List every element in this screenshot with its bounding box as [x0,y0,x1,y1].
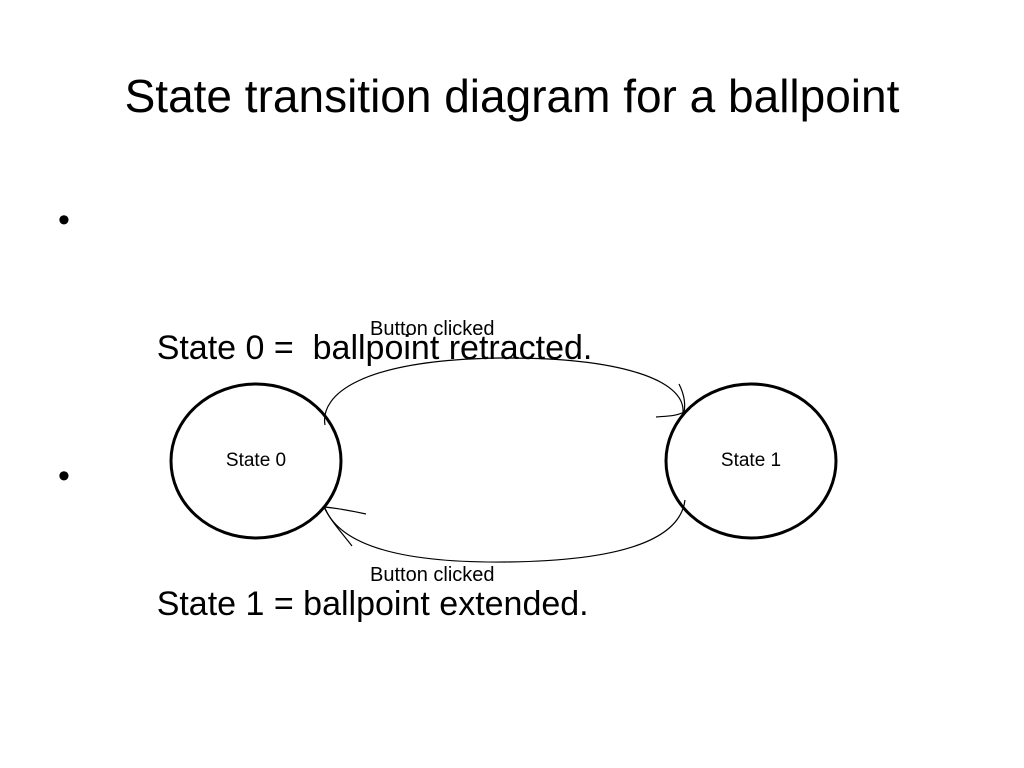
transition-arrow-top [324,357,684,426]
bullet-item: • State 1 = ballpoint extended. [58,444,592,700]
bullet-text: State 1 = ballpoint extended. [156,585,589,623]
arrowhead-bottom-icon [323,506,367,547]
transition-label-top: Button clicked [370,318,495,340]
bullet-icon: • [58,457,70,495]
bullet-icon: • [58,201,70,239]
bullet-item: • State 0 = ballpoint retracted. [58,188,592,444]
transition-label-bottom: Button clicked [370,564,495,586]
state-1-label: State 1 [720,450,782,471]
bullet-text: State 0 = ballpoint retracted. [156,329,593,367]
state-node-0 [169,382,343,540]
state-node-1 [664,382,838,540]
transition-arrow-bottom [324,499,686,563]
state-0-label: State 0 [225,450,287,471]
bullet-list: • State 0 = ballpoint retracted. • State… [58,188,592,700]
slide-title: State transition diagram for a ballpoint [124,70,900,122]
arrowhead-top-icon [655,383,686,418]
